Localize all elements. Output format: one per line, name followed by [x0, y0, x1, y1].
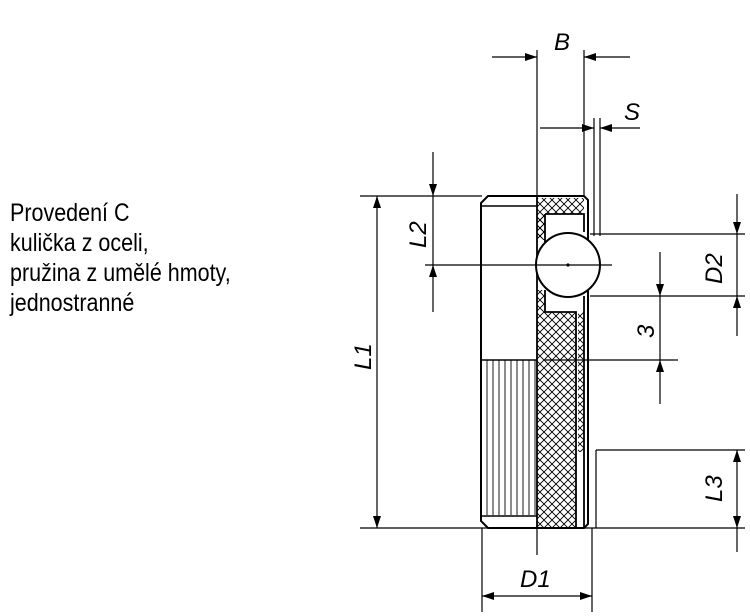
dimension-lines — [373, 53, 741, 600]
dim-label-D1: D1 — [520, 566, 551, 593]
dim-label-L3: L3 — [701, 475, 728, 502]
extension-lines — [360, 50, 745, 612]
caption-line-spring: pružina z umělé hmoty, — [10, 259, 231, 287]
dim-label-3: 3 — [633, 324, 660, 338]
caption-line-ball: kulička z oceli, — [10, 229, 149, 257]
insert-outline — [536, 196, 585, 528]
caption-block: Provedení C kulička z oceli, pružina z u… — [10, 198, 231, 318]
caption-line-variant: Provedení C — [10, 199, 130, 227]
dim-label-B: B — [554, 29, 570, 56]
hatched-upper-strip — [537, 214, 545, 238]
dim-label-L2: L2 — [405, 221, 432, 248]
dim-label-L1: L1 — [350, 343, 377, 370]
hatched-insert — [537, 198, 584, 528]
dim-label-D2: D2 — [701, 253, 728, 284]
knurled-section — [485, 360, 537, 515]
caption-line-sided: jednostranné — [10, 289, 135, 317]
dim-label-S: S — [624, 99, 640, 126]
